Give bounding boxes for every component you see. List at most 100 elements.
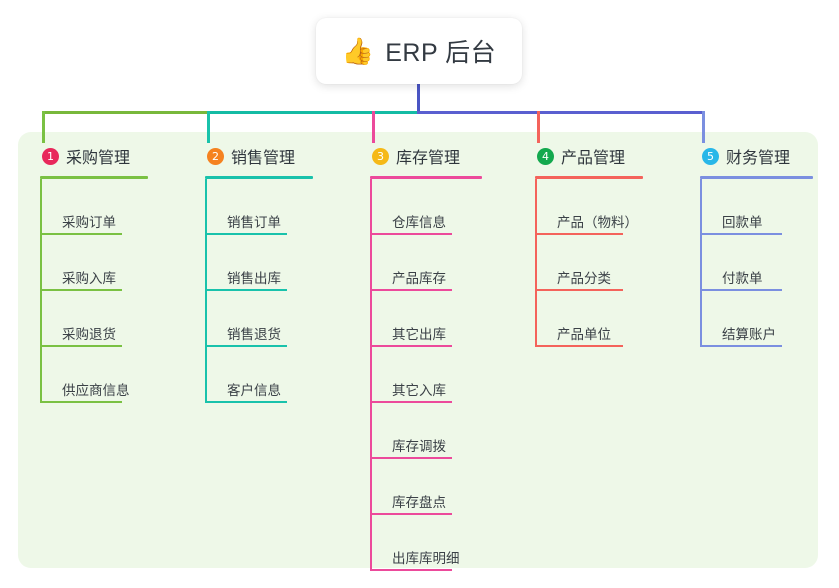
leaf-node-label: 其它入库 bbox=[392, 382, 446, 398]
leaf-node-label: 采购退货 bbox=[62, 326, 116, 342]
leaf-node[interactable]: 产品单位 bbox=[535, 291, 685, 347]
leaf-node-rule bbox=[370, 401, 452, 403]
leaf-node-rule bbox=[205, 345, 287, 347]
leaf-node-label: 产品（物料） bbox=[557, 214, 638, 230]
leaf-node-label: 其它出库 bbox=[392, 326, 446, 342]
leaf-node[interactable]: 销售退货 bbox=[205, 291, 355, 347]
leaf-node-rule bbox=[370, 233, 452, 235]
leaf-node-label: 库存调拨 bbox=[392, 438, 446, 454]
leaf-node-label: 采购入库 bbox=[62, 270, 116, 286]
column-header-2[interactable]: 2 销售管理 bbox=[205, 143, 355, 169]
leaf-node[interactable]: 其它出库 bbox=[370, 291, 520, 347]
leaf-node[interactable]: 结算账户 bbox=[700, 291, 839, 347]
column-header-4[interactable]: 4 产品管理 bbox=[535, 143, 685, 169]
leaf-node-label: 付款单 bbox=[722, 270, 763, 286]
leaf-node[interactable]: 销售订单 bbox=[205, 179, 355, 235]
leaf-node-rule bbox=[205, 233, 287, 235]
column-title: 产品管理 bbox=[561, 150, 626, 167]
leaf-node-label: 结算账户 bbox=[722, 326, 776, 342]
leaf-node[interactable]: 仓库信息 bbox=[370, 179, 520, 235]
column-number-badge: 3 bbox=[372, 147, 389, 165]
column-items: 销售订单销售出库销售退货客户信息 bbox=[205, 179, 355, 403]
bus-segment-1 bbox=[42, 111, 207, 114]
column-items: 回款单付款单结算账户 bbox=[700, 179, 839, 347]
bus-segment-3 bbox=[417, 111, 705, 114]
column-number-badge: 4 bbox=[537, 147, 554, 165]
drop-line-3 bbox=[372, 111, 375, 143]
leaf-node-label: 产品库存 bbox=[392, 270, 446, 286]
leaf-node[interactable]: 产品库存 bbox=[370, 235, 520, 291]
leaf-node-rule bbox=[700, 233, 782, 235]
column-采购管理: 1 采购管理采购订单采购入库采购退货供应商信息 bbox=[40, 143, 190, 403]
leaf-node-label: 产品分类 bbox=[557, 270, 611, 286]
leaf-node-rule bbox=[700, 289, 782, 291]
root-node-content: 👍 ERP 后台 bbox=[342, 33, 496, 69]
drop-line-5 bbox=[702, 111, 705, 143]
column-库存管理: 3 库存管理仓库信息产品库存其它出库其它入库库存调拨库存盘点出库库明细 bbox=[370, 143, 520, 571]
leaf-node[interactable]: 采购入库 bbox=[40, 235, 190, 291]
leaf-node[interactable]: 客户信息 bbox=[205, 347, 355, 403]
leaf-node[interactable]: 付款单 bbox=[700, 235, 839, 291]
leaf-node-rule bbox=[535, 233, 623, 235]
leaf-node[interactable]: 出库库明细 bbox=[370, 515, 520, 571]
leaf-node-label: 销售出库 bbox=[227, 270, 281, 286]
leaf-node[interactable]: 产品分类 bbox=[535, 235, 685, 291]
leaf-node-rule bbox=[370, 569, 452, 571]
column-header-rule bbox=[535, 176, 643, 179]
trunk-line bbox=[417, 84, 420, 114]
root-node-title: ERP 后台 bbox=[385, 39, 497, 67]
column-header-rule bbox=[40, 176, 148, 179]
leaf-node-rule bbox=[700, 345, 782, 347]
column-spine bbox=[205, 179, 207, 403]
leaf-node-rule bbox=[40, 289, 122, 291]
column-title: 采购管理 bbox=[66, 150, 131, 167]
leaf-node[interactable]: 库存盘点 bbox=[370, 459, 520, 515]
leaf-node-label: 回款单 bbox=[722, 214, 763, 230]
root-node-card[interactable]: 👍 ERP 后台 bbox=[316, 18, 522, 84]
column-title: 销售管理 bbox=[231, 150, 296, 167]
column-spine bbox=[700, 179, 702, 347]
leaf-node-label: 销售订单 bbox=[227, 214, 281, 230]
leaf-node-rule bbox=[535, 345, 623, 347]
leaf-node[interactable]: 产品（物料） bbox=[535, 179, 685, 235]
column-spine bbox=[370, 179, 372, 571]
column-number-badge: 2 bbox=[207, 147, 224, 165]
leaf-node[interactable]: 采购订单 bbox=[40, 179, 190, 235]
leaf-node-rule bbox=[370, 289, 452, 291]
column-header-1[interactable]: 1 采购管理 bbox=[40, 143, 190, 169]
leaf-node[interactable]: 库存调拨 bbox=[370, 403, 520, 459]
column-items: 仓库信息产品库存其它出库其它入库库存调拨库存盘点出库库明细 bbox=[370, 179, 520, 571]
leaf-node[interactable]: 采购退货 bbox=[40, 291, 190, 347]
thumbs-up-icon: 👍 bbox=[341, 36, 375, 66]
leaf-node[interactable]: 回款单 bbox=[700, 179, 839, 235]
column-header-rule bbox=[370, 176, 482, 179]
leaf-node-rule bbox=[205, 401, 287, 403]
leaf-node-rule bbox=[370, 457, 452, 459]
leaf-node[interactable]: 销售出库 bbox=[205, 235, 355, 291]
column-header-rule bbox=[700, 176, 813, 179]
column-title: 库存管理 bbox=[396, 150, 461, 167]
leaf-node-rule bbox=[535, 289, 623, 291]
leaf-node-label: 采购订单 bbox=[62, 214, 116, 230]
leaf-node-label: 库存盘点 bbox=[392, 494, 446, 510]
leaf-node[interactable]: 其它入库 bbox=[370, 347, 520, 403]
leaf-node-label: 出库库明细 bbox=[392, 550, 460, 566]
drop-line-2 bbox=[207, 111, 210, 143]
column-spine bbox=[40, 179, 42, 403]
drop-line-1 bbox=[42, 111, 45, 143]
leaf-node-rule bbox=[370, 513, 452, 515]
column-header-rule bbox=[205, 176, 313, 179]
leaf-node[interactable]: 供应商信息 bbox=[40, 347, 190, 403]
column-销售管理: 2 销售管理销售订单销售出库销售退货客户信息 bbox=[205, 143, 355, 403]
leaf-node-label: 产品单位 bbox=[557, 326, 611, 342]
diagram-panel bbox=[18, 132, 818, 568]
leaf-node-rule bbox=[40, 401, 122, 403]
column-number-badge: 1 bbox=[42, 147, 59, 165]
leaf-node-rule bbox=[370, 345, 452, 347]
column-spine bbox=[535, 179, 537, 347]
drop-line-4 bbox=[537, 111, 540, 143]
column-header-3[interactable]: 3 库存管理 bbox=[370, 143, 520, 169]
bus-segment-2 bbox=[207, 111, 417, 114]
